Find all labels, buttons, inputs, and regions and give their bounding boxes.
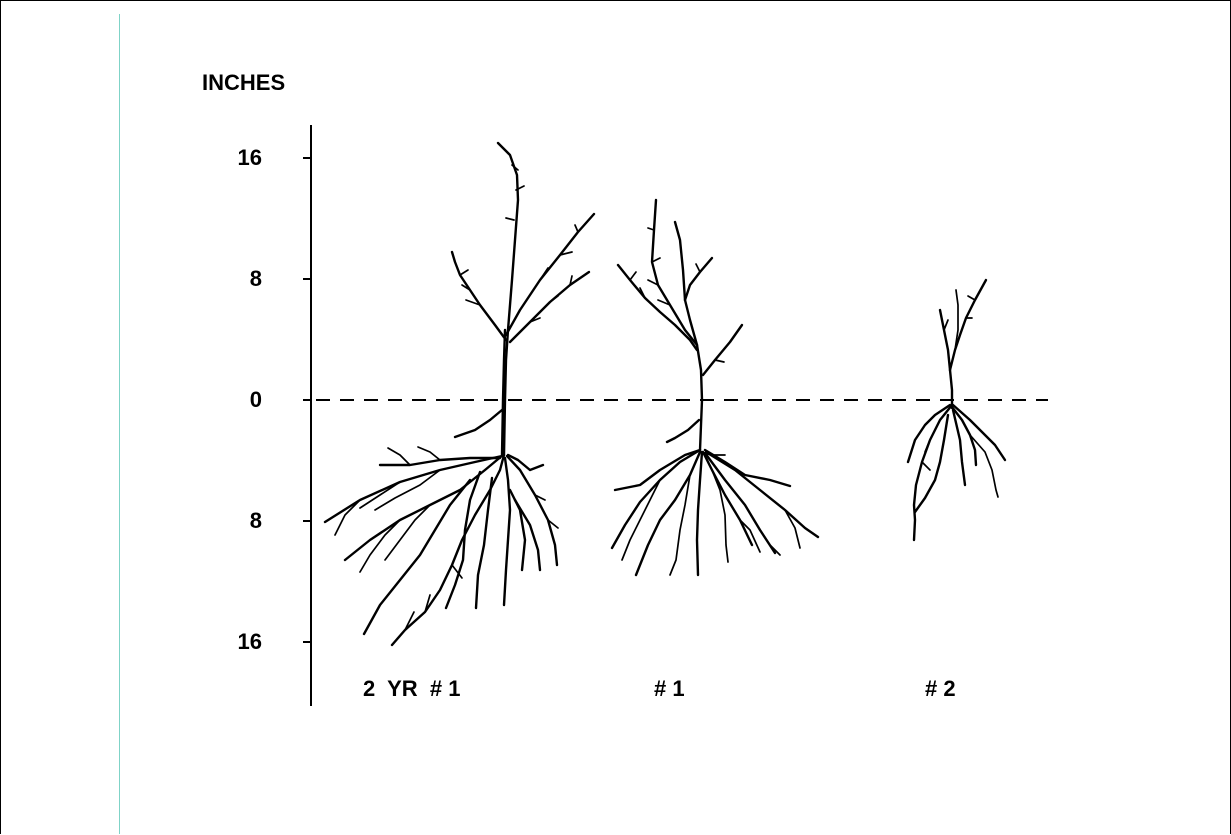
seedling-label-2: # 2 [925, 676, 956, 702]
seedling-label-2yr-1: 2 YR # 1 [363, 676, 460, 702]
seedling-1-drawing [612, 200, 818, 575]
seedling-2-drawing [908, 280, 1005, 540]
seedling-label-1: # 1 [654, 676, 685, 702]
seedling-2yr-1-drawing [325, 143, 594, 645]
